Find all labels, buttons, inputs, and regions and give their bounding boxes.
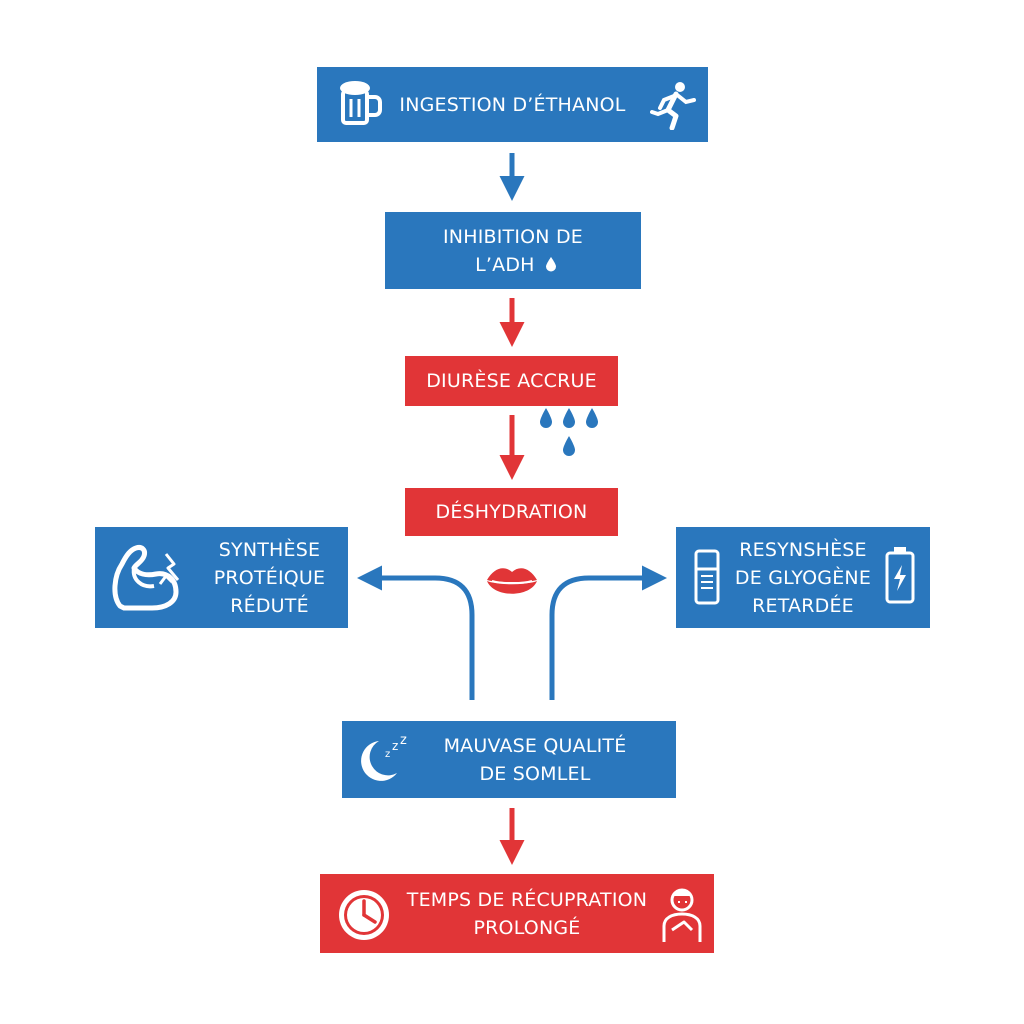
arrow-to-resynthese: [549, 565, 667, 700]
sommeil-label-line1: MAUVASE QUALITÉ: [443, 734, 627, 757]
synthese-label-line1: SYNTHÈSE: [218, 538, 321, 561]
water-drops-icon: [540, 408, 598, 456]
node-diurese: DIURÈSE ACCRUE: [405, 356, 618, 406]
fridge-icon: [694, 549, 720, 605]
node-inhibition: INHIBITION DE L’ADH: [385, 212, 641, 289]
inhibition-label-text: L’ADH: [475, 253, 535, 276]
beer-mug-icon: [340, 81, 382, 125]
svg-text:z: z: [385, 749, 390, 760]
node-ingestion: INGESTION D’ÉTHANOL: [317, 67, 708, 142]
synthese-label-line3: RÉDUTÉ: [230, 594, 309, 617]
node-deshydration: DÉSHYDRATION: [405, 488, 618, 536]
synthese-label-line2: PROTÉIQUE: [213, 566, 326, 589]
resynthese-label-line3: RETARDÉE: [752, 594, 854, 617]
battery-icon: [885, 547, 915, 604]
node-sommeil: MAUVASE QUALITÉ DE SOMLEL: [342, 721, 676, 798]
ingestion-label: INGESTION D’ÉTHANOL: [399, 93, 626, 116]
muscle-arm-icon: [112, 545, 180, 611]
dry-lips-icon: [487, 568, 537, 594]
svg-text:z: z: [392, 739, 398, 753]
node-recuperation: TEMPS DE RÉCUPRATION PROLONGÉ: [320, 874, 714, 953]
inhibition-label-line1: INHIBITION DE: [443, 225, 583, 248]
running-person-icon: [650, 82, 696, 130]
recuperation-label-line1: TEMPS DE RÉCUPRATION: [406, 888, 648, 911]
sommeil-label-line2: DE SOMLEL: [479, 762, 591, 785]
deshydration-label: DÉSHYDRATION: [435, 501, 588, 523]
water-drop-icon: [545, 256, 556, 271]
inhibition-label-line2: L’ADH: [475, 251, 557, 279]
recuperation-label-line2: PROLONGÉ: [473, 916, 581, 939]
arrow-to-synthese: [357, 565, 475, 700]
resynthese-label-line2: DE GLYOGÈNE: [734, 566, 872, 589]
diurese-label: DIURÈSE ACCRUE: [426, 370, 597, 392]
resynthese-label-line1: RESYNSHÈSE: [739, 538, 867, 561]
clock-icon: [339, 890, 389, 940]
svg-text:z: z: [400, 735, 407, 748]
tired-person-icon: [662, 888, 702, 942]
moon-zzz-icon: z z z: [361, 735, 407, 781]
